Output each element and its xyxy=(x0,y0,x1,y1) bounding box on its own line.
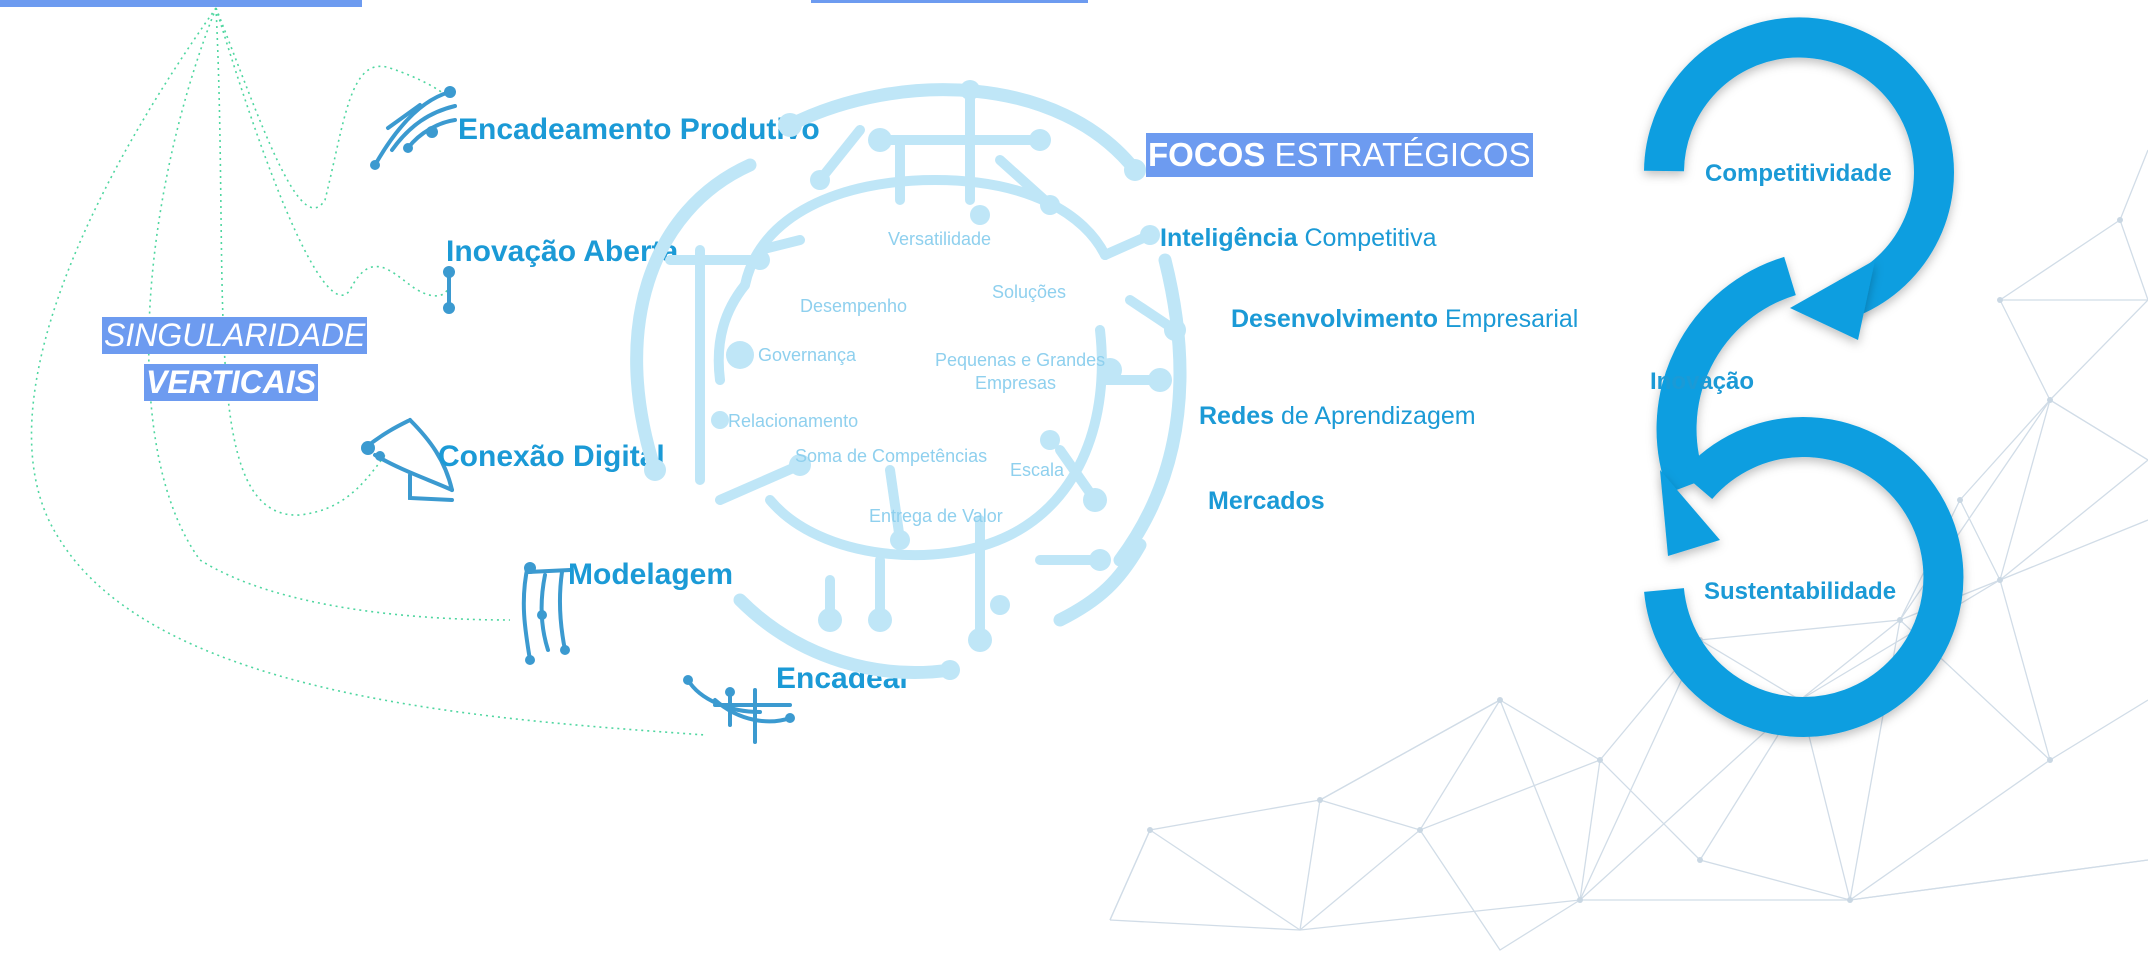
foco-desenvolvimento-empresarial: Desenvolvimento Empresarial xyxy=(1231,305,1578,334)
foco-redes-de-aprendizagem: Redes de Aprendizagem xyxy=(1199,402,1476,431)
focos-title-bold: FOCOS xyxy=(1148,136,1266,173)
vertical-label-encadeamento-produtivo: Encadeamento Produtivo xyxy=(458,113,820,146)
arrowhead-2 xyxy=(1660,470,1720,556)
foco-mercados: Mercados xyxy=(1208,487,1325,516)
wheel-word-soma-de-competencias: Soma de Competências xyxy=(795,446,988,466)
wheel-word-versatilidade: Versatilidade xyxy=(888,229,992,249)
verticais-label: VERTICAIS xyxy=(144,364,319,401)
foco-bold: Redes xyxy=(1199,402,1275,430)
top-center-highlight-bar xyxy=(811,0,1088,3)
foco-rest: Empresarial xyxy=(1444,305,1579,333)
foco-bold: Mercados xyxy=(1208,487,1325,515)
focos-title-rest: ESTRATÉGICOS xyxy=(1274,136,1531,173)
vertical-label-modelagem: Modelagem xyxy=(568,558,734,591)
foco-rest: de Aprendizagem xyxy=(1281,402,1476,430)
singularidade-label: SINGULARIDADE xyxy=(102,317,368,354)
wheel-word-pequenas-e-grandes: Pequenas e Grandes xyxy=(935,350,1106,370)
cycle-label-sustentabilidade: Sustentabilidade xyxy=(1704,578,1897,605)
vertical-label-inovacao-aberta: Inovação Aberta xyxy=(446,235,679,268)
arrow-sustentabilidade xyxy=(1644,417,1964,737)
wheel-word-solucoes: Soluções xyxy=(992,282,1067,302)
cycle-label-inovacao: Inovação xyxy=(1650,368,1755,395)
foco-bold: Desenvolvimento xyxy=(1231,305,1439,333)
wheel-word-desempenho: Desempenho xyxy=(800,296,908,316)
foco-rest: Competitiva xyxy=(1304,224,1437,252)
cycle-label-competitividade: Competitividade xyxy=(1705,160,1892,187)
focos-estrategicos-title: FOCOS ESTRATÉGICOS xyxy=(1146,133,1533,177)
vertical-label-conexao-digital: Conexão Digital xyxy=(438,440,665,473)
wheel-word-relacionamento: Relacionamento xyxy=(728,411,859,431)
wheel-word-escala: Escala xyxy=(1010,460,1065,480)
top-left-highlight-bar xyxy=(0,0,362,7)
wheel-word-empresas: Empresas xyxy=(975,373,1057,393)
foco-bold: Inteligência xyxy=(1160,224,1298,252)
arrow-competitividade xyxy=(1644,17,1954,318)
foco-inteligencia-competitiva: Inteligência Competitiva xyxy=(1160,224,1437,253)
wheel-word-entrega-de-valor: Entrega de Valor xyxy=(869,506,1003,526)
arrow-inovacao xyxy=(1656,256,1797,494)
arrowhead-1 xyxy=(1790,260,1875,340)
wheel-word-governanca: Governança xyxy=(758,345,857,365)
